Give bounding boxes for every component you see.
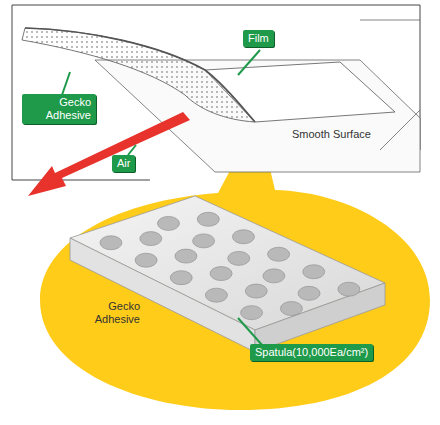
hole — [170, 271, 192, 285]
smooth-surface — [95, 60, 420, 172]
hole — [241, 306, 263, 320]
hole — [228, 251, 250, 265]
label-text: Film — [248, 32, 269, 45]
spatula-block — [70, 196, 385, 352]
hole — [205, 288, 227, 302]
label-box: Spatula(10,000Ea/cm²) — [250, 344, 373, 361]
hole — [175, 249, 197, 263]
text-label: Gecko Adhesive — [85, 300, 140, 326]
text-label: Smooth Surface — [292, 128, 371, 141]
label-text: Spatula(10,000Ea/cm²) — [255, 346, 368, 359]
hole — [135, 253, 157, 267]
hole — [338, 282, 360, 296]
label-box: Film — [243, 30, 274, 47]
hole — [263, 269, 285, 283]
hole — [280, 302, 302, 316]
hole — [197, 212, 219, 226]
hole — [245, 284, 267, 298]
label-text: Air — [117, 157, 130, 170]
hole — [298, 286, 320, 300]
label-box: Gecko Adhesive — [22, 94, 96, 124]
label-text: Gecko Adhesive — [27, 96, 91, 122]
label-box: Air — [112, 155, 135, 172]
hole — [193, 234, 215, 248]
hole — [210, 267, 232, 281]
hole — [140, 232, 162, 246]
air-arrow — [28, 112, 190, 196]
hole — [100, 236, 122, 250]
hole — [157, 216, 179, 230]
hole — [232, 230, 254, 244]
frame — [12, 5, 420, 180]
hole — [303, 265, 325, 279]
hole — [268, 247, 290, 261]
